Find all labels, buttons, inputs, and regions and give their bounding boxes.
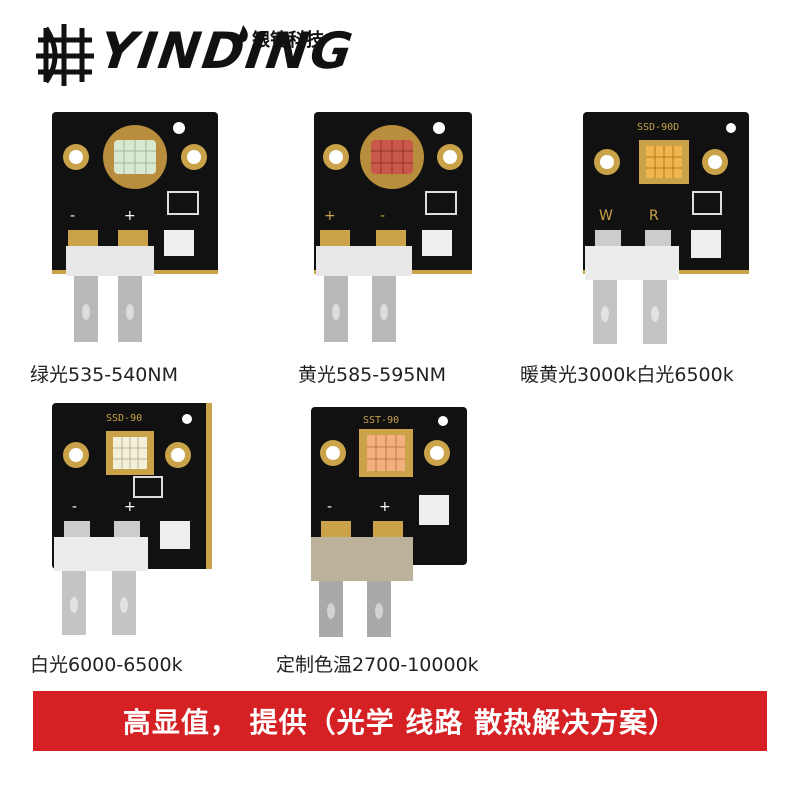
- feature-banner: 高显值， 提供（光学 线路 散热解决方案）: [33, 691, 767, 751]
- brand-chinese-name: 银锭科技: [252, 30, 324, 51]
- polarity-left-label: -: [72, 499, 77, 515]
- globe-logo-icon: [36, 24, 94, 86]
- flame-icon: [238, 25, 248, 42]
- led-module-image: - +: [52, 112, 218, 342]
- product-card-yellow: + -: [314, 112, 472, 350]
- product-caption-white: 白光6000-6500k: [30, 654, 183, 676]
- banner-text: 高显值， 提供（光学 线路 散热解决方案）: [122, 706, 678, 739]
- polarity-left-label: -: [70, 208, 75, 224]
- model-label: SSD-90D: [637, 122, 679, 133]
- product-caption-yellow: 黄光585-595NM: [298, 364, 446, 386]
- led-module-image: SST-90 - +: [311, 407, 467, 637]
- polarity-right-label: R: [649, 208, 659, 224]
- polarity-right-label: -: [380, 208, 385, 224]
- header: YINDING 银锭科技: [0, 0, 800, 100]
- product-card-warm-white: SSD-90D W R: [583, 112, 749, 350]
- polarity-left-label: W: [599, 208, 613, 224]
- model-label: SST-90: [363, 415, 399, 426]
- polarity-left-label: +: [324, 208, 336, 224]
- polarity-right-label: +: [124, 499, 136, 515]
- led-module-image: SSD-90 - +: [52, 403, 212, 635]
- product-card-custom: SST-90 - +: [311, 407, 467, 641]
- polarity-left-label: -: [327, 499, 332, 515]
- product-card-white: SSD-90 - +: [52, 403, 212, 639]
- polarity-right-label: +: [124, 208, 136, 224]
- product-caption-custom: 定制色温2700-10000k: [276, 654, 479, 676]
- polarity-right-label: +: [379, 499, 391, 515]
- product-caption-green: 绿光535-540NM: [30, 364, 178, 386]
- led-module-image: SSD-90D W R: [583, 112, 749, 344]
- model-label: SSD-90: [106, 413, 142, 424]
- product-card-green: - +: [52, 112, 218, 350]
- led-module-image: + -: [314, 112, 472, 342]
- product-caption-warm-white: 暖黄光3000k白光6500k: [520, 364, 734, 386]
